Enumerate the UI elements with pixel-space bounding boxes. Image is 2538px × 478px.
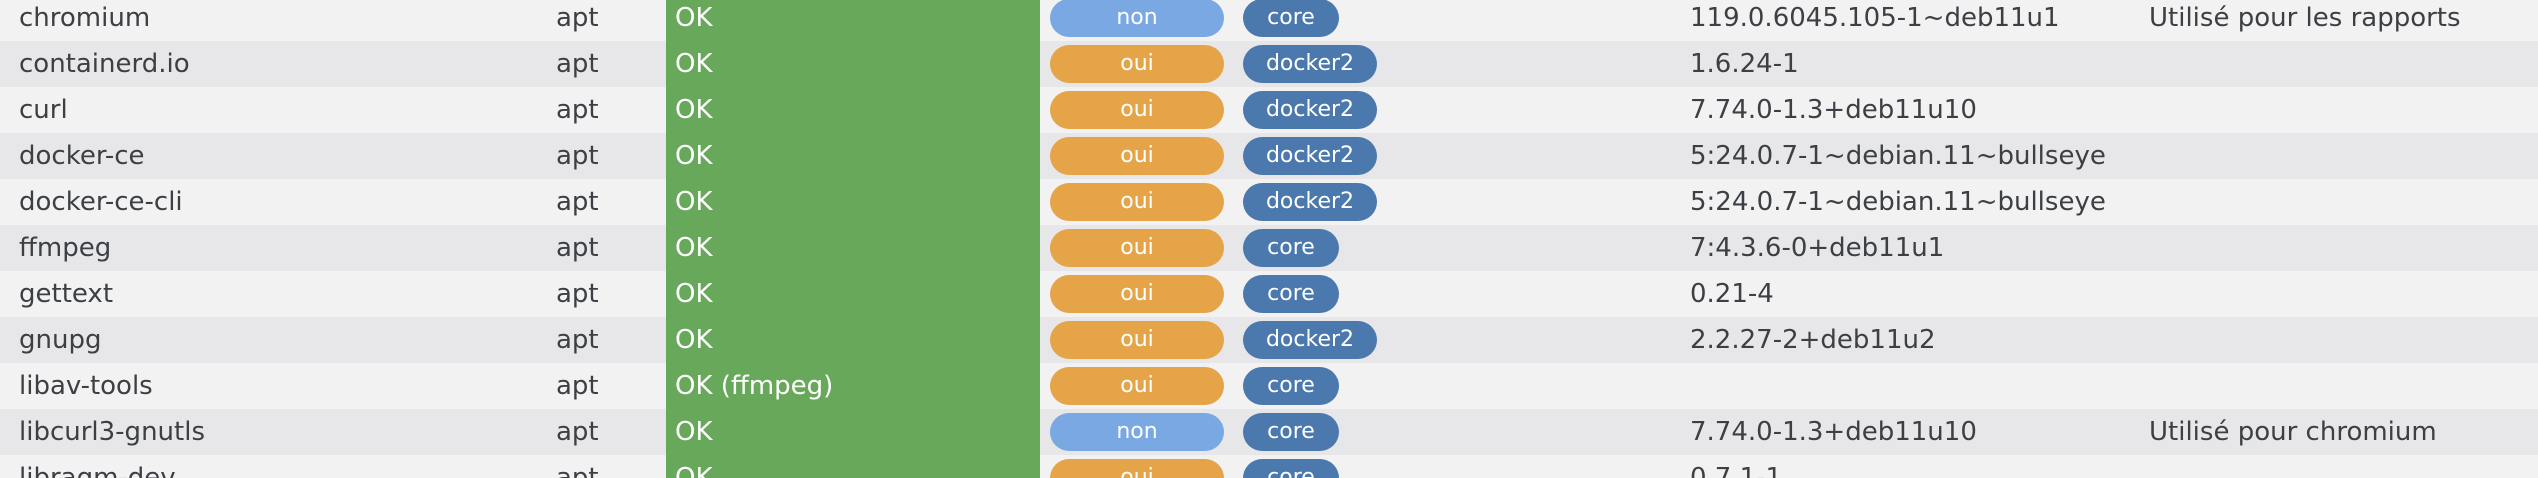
package-version: 5:24.0.7-1~debian.11~bullseye (1690, 187, 2106, 217)
package-name: libav-tools (19, 371, 153, 401)
group-badge[interactable]: core (1243, 413, 1339, 451)
required-badge[interactable]: oui (1050, 321, 1224, 359)
group-badge[interactable]: core (1243, 275, 1339, 313)
group-badge[interactable]: docker2 (1243, 183, 1377, 221)
status-text: OK (675, 49, 713, 79)
group-badge[interactable]: core (1243, 229, 1339, 267)
package-source: apt (556, 95, 599, 125)
required-badge[interactable]: oui (1050, 45, 1224, 83)
required-badge[interactable]: oui (1050, 137, 1224, 175)
package-name: curl (19, 95, 68, 125)
package-source: apt (556, 325, 599, 355)
status-text: OK (675, 141, 713, 171)
package-source: apt (556, 417, 599, 447)
status-cell: OK (666, 179, 1040, 225)
status-cell: OK (666, 271, 1040, 317)
required-badge[interactable]: oui (1050, 459, 1224, 478)
package-comment: Utilisé pour chromium (2149, 417, 2437, 447)
status-text: OK (675, 279, 713, 309)
package-version: 7.74.0-1.3+deb11u10 (1690, 417, 1977, 447)
table-row[interactable]: gnupg apt OK oui docker2 2.2.27-2+deb11u2 (0, 317, 2538, 363)
status-cell: OK (666, 41, 1040, 87)
status-cell: OK (666, 317, 1040, 363)
package-version: 0.7.1-1 (1690, 463, 1783, 478)
status-cell: OK (666, 0, 1040, 41)
group-badge[interactable]: docker2 (1243, 137, 1377, 175)
package-name: docker-ce-cli (19, 187, 183, 217)
required-badge[interactable]: oui (1050, 275, 1224, 313)
status-text: OK (675, 233, 713, 263)
package-source: apt (556, 279, 599, 309)
group-badge[interactable]: core (1243, 0, 1339, 37)
required-badge[interactable]: oui (1050, 367, 1224, 405)
package-source: apt (556, 187, 599, 217)
table-row[interactable]: docker-ce apt OK oui docker2 5:24.0.7-1~debia… (0, 133, 2538, 179)
package-name: docker-ce (19, 141, 145, 171)
package-version: 119.0.6045.105-1~deb11u1 (1690, 3, 2060, 33)
table-row[interactable]: containerd.io apt OK oui docker2 1.6.24-1 (0, 41, 2538, 87)
package-name: gettext (19, 279, 114, 309)
package-name: ffmpeg (19, 233, 112, 263)
status-cell: OK (666, 225, 1040, 271)
package-name: libcurl3-gnutls (19, 417, 205, 447)
required-badge[interactable]: oui (1050, 229, 1224, 267)
group-badge[interactable]: docker2 (1243, 45, 1377, 83)
required-badge[interactable]: oui (1050, 183, 1224, 221)
package-source: apt (556, 233, 599, 263)
package-version: 7.74.0-1.3+deb11u10 (1690, 95, 1977, 125)
table-row[interactable]: curl apt OK oui docker2 7.74.0-1.3+deb11u10 (0, 87, 2538, 133)
status-cell: OK (ffmpeg) (666, 363, 1040, 409)
group-badge[interactable]: docker2 (1243, 321, 1377, 359)
group-badge[interactable]: docker2 (1243, 91, 1377, 129)
package-version: 2.2.27-2+deb11u2 (1690, 325, 1936, 355)
package-name: containerd.io (19, 49, 190, 79)
package-version: 1.6.24-1 (1690, 49, 1799, 79)
group-badge[interactable]: core (1243, 367, 1339, 405)
package-source: apt (556, 371, 599, 401)
package-version: 7:4.3.6-0+deb11u1 (1690, 233, 1945, 263)
status-text: OK (675, 325, 713, 355)
status-cell: OK (666, 455, 1040, 478)
status-text: OK (675, 463, 713, 478)
package-source: apt (556, 463, 599, 478)
package-name: libraqm-dev (19, 463, 176, 478)
package-version: 5:24.0.7-1~debian.11~bullseye (1690, 141, 2106, 171)
status-text: OK (675, 187, 713, 217)
required-badge[interactable]: non (1050, 413, 1224, 451)
package-source: apt (556, 141, 599, 171)
package-source: apt (556, 49, 599, 79)
status-text: OK (675, 3, 713, 33)
table-row[interactable]: docker-ce-cli apt OK oui docker2 5:24.0.7-1~d… (0, 179, 2538, 225)
group-badge[interactable]: core (1243, 459, 1339, 478)
package-name: gnupg (19, 325, 102, 355)
package-comment: Utilisé pour les rapports (2149, 3, 2461, 33)
package-version: 0.21-4 (1690, 279, 1774, 309)
status-cell: OK (666, 87, 1040, 133)
package-name: chromium (19, 3, 151, 33)
status-text: OK (ffmpeg) (675, 371, 834, 401)
required-badge[interactable]: oui (1050, 91, 1224, 129)
required-badge[interactable]: non (1050, 0, 1224, 37)
status-text: OK (675, 417, 713, 447)
status-cell: OK (666, 409, 1040, 455)
package-source: apt (556, 3, 599, 33)
status-cell: OK (666, 133, 1040, 179)
status-text: OK (675, 95, 713, 125)
